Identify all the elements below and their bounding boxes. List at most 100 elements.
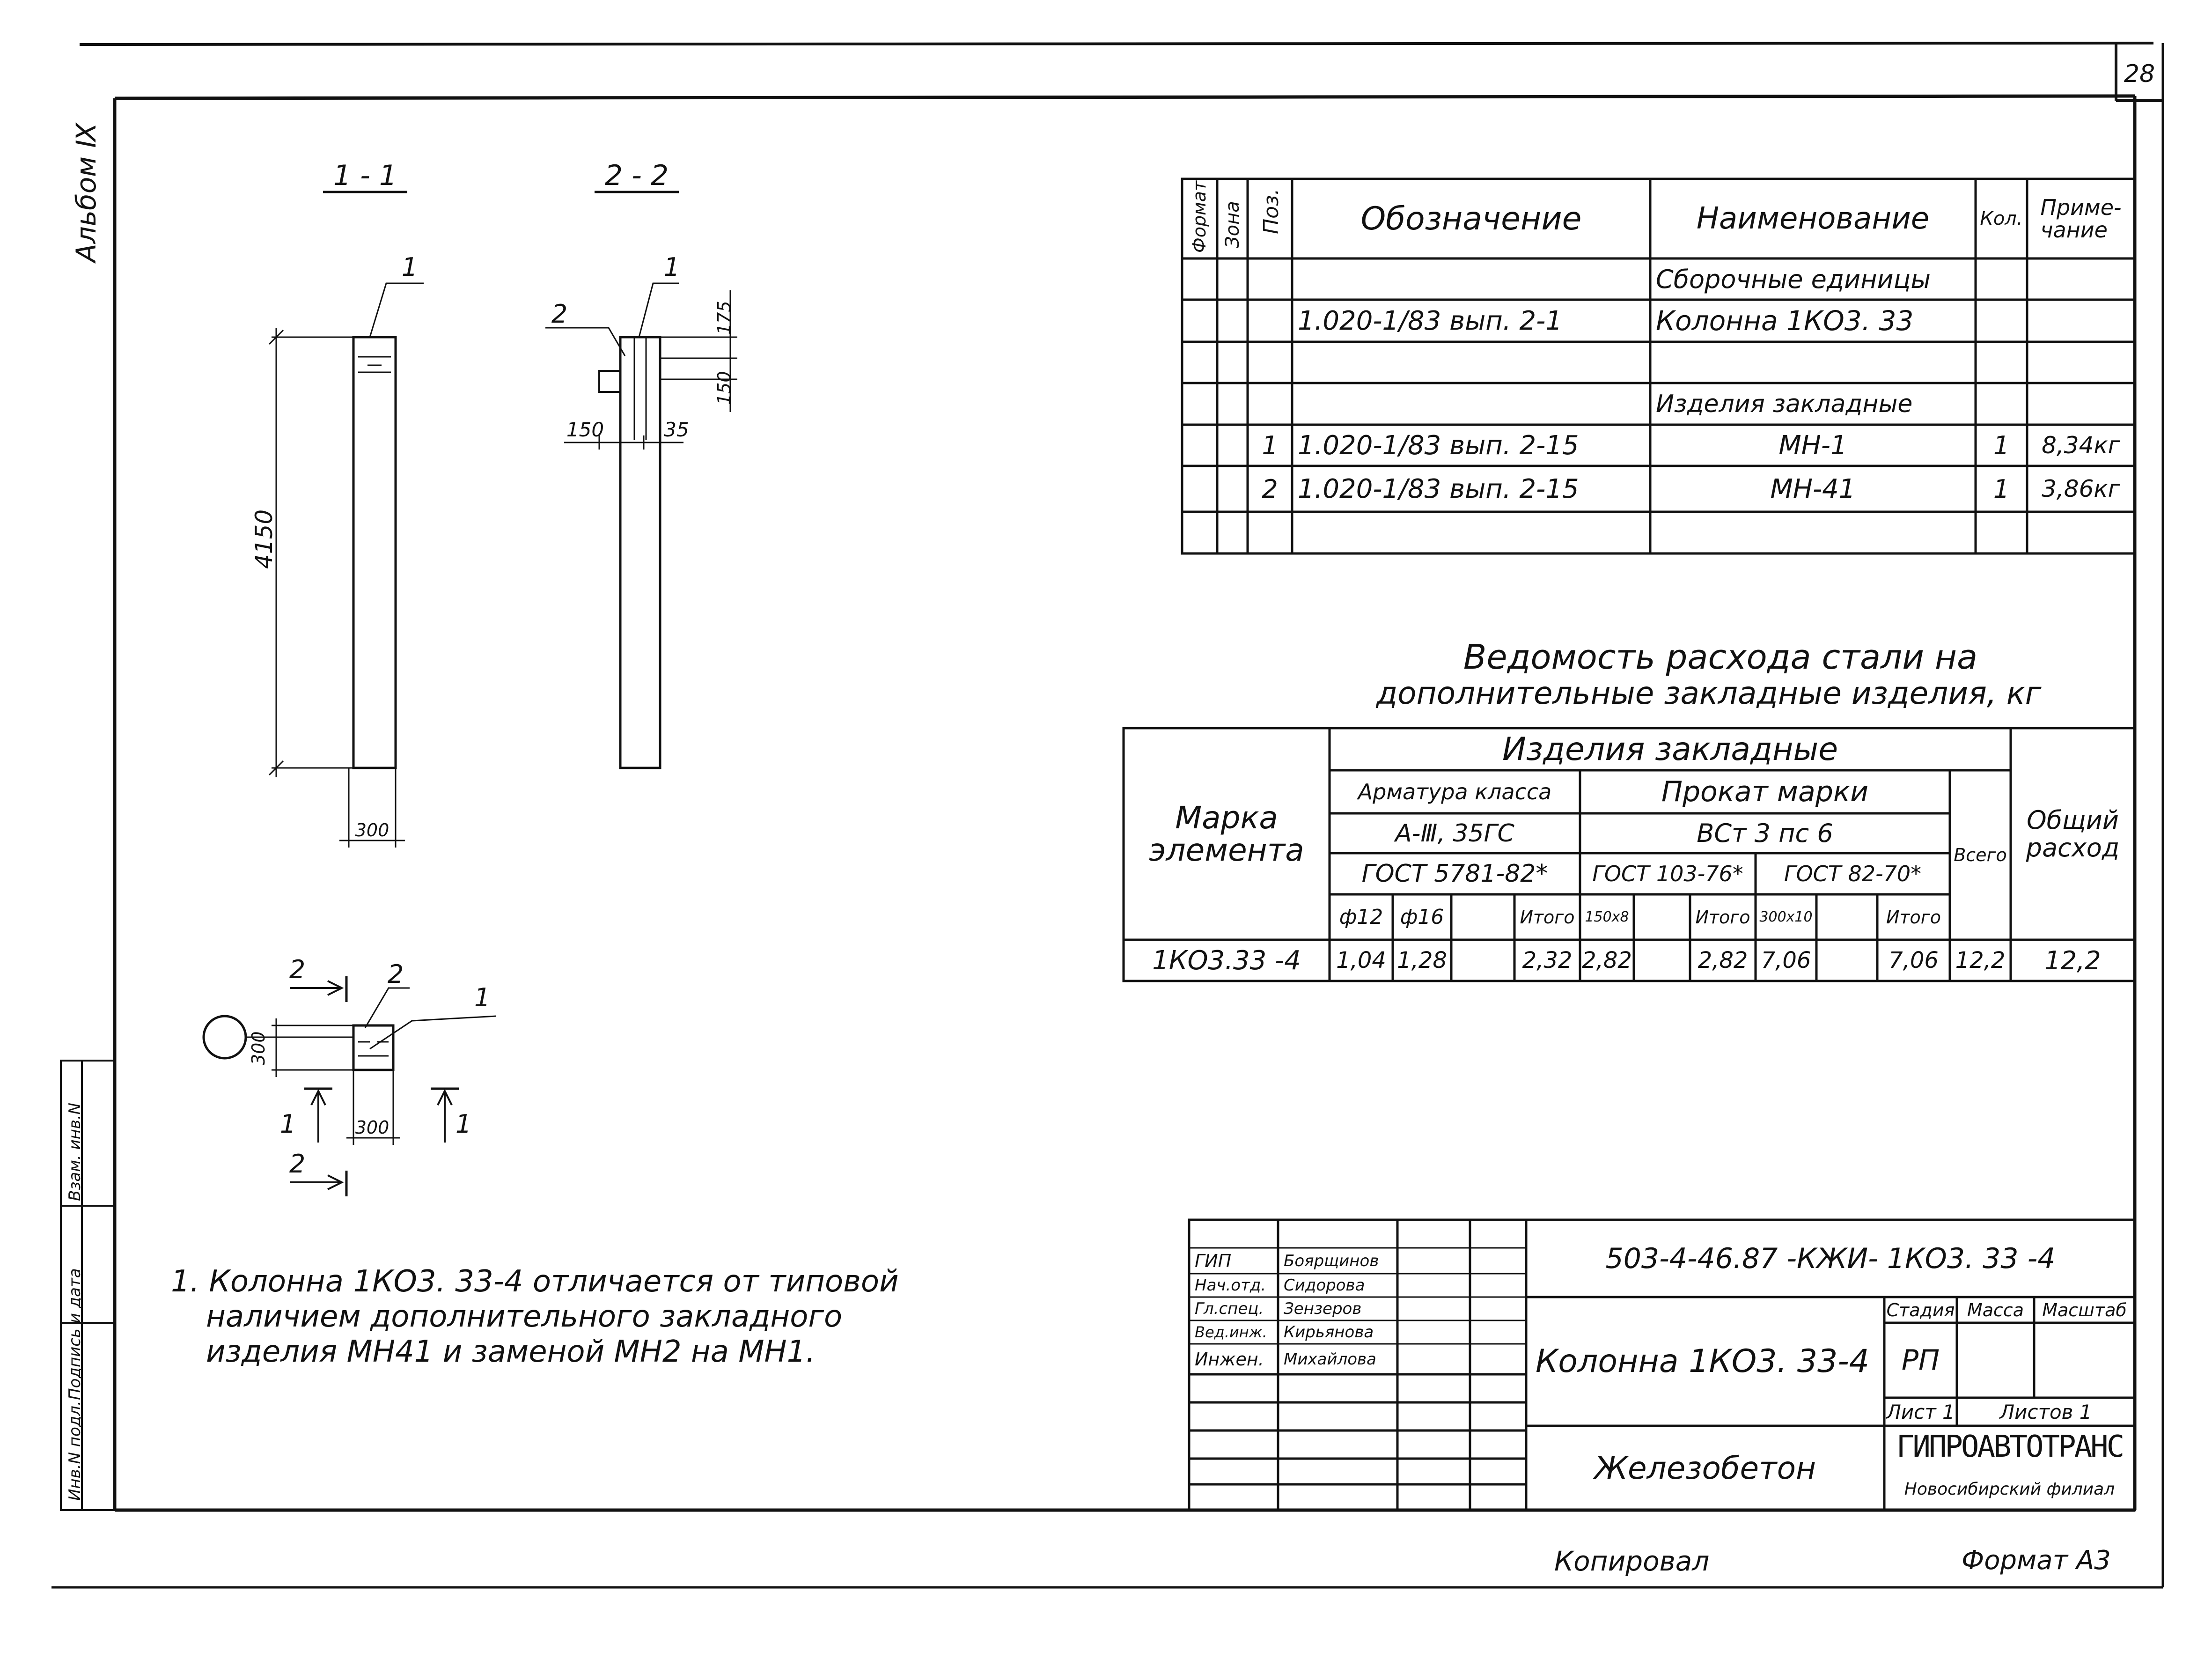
steel-row-total2: 2,82 xyxy=(1698,947,1748,973)
spec-row-5-designation: 1.020-1/83 вып. 2-15 xyxy=(1298,430,1579,461)
spec-header-name: Наименование xyxy=(1696,201,1930,236)
side-stamp-inv: Инв.N подл. xyxy=(66,1401,84,1501)
section2-pos1: 1 xyxy=(663,253,680,281)
spec-header-format: Формат xyxy=(1189,180,1210,253)
stamp-mass-header: Масса xyxy=(1967,1299,2024,1320)
spec-header-zone: Зона xyxy=(1222,201,1243,248)
steel-sub-300x10: 300х10 xyxy=(1759,909,1813,925)
sheet-number: 28 xyxy=(2124,59,2155,88)
dim-175: 175 xyxy=(714,301,735,335)
plan-cut-2-bottom: 2 xyxy=(289,1150,306,1178)
steel-armature-class: А-Ⅲ, 35ГС xyxy=(1395,819,1514,848)
plan-pos2: 2 xyxy=(387,960,404,988)
stamp-name-5: Михайлова xyxy=(1284,1349,1376,1369)
stamp-code: 503-4-46.87 -КЖИ- 1КО3. 33 -4 xyxy=(1605,1242,2056,1275)
steel-title-line1: Ведомость расхода стали на xyxy=(1463,637,1978,677)
stamp-role-1: ГИП xyxy=(1195,1250,1232,1271)
steel-group-header: Изделия закладные xyxy=(1502,730,1838,768)
steel-total-header: Всего xyxy=(1954,845,2007,865)
title-block-grid xyxy=(1188,1218,2136,1512)
spec-row-1-name: Сборочные единицы xyxy=(1656,264,1931,294)
spec-row-5-qty: 1 xyxy=(1993,430,2010,460)
steel-sub-total1: Итого xyxy=(1520,907,1575,928)
stamp-role-2: Нач.отд. xyxy=(1195,1276,1266,1295)
stamp-material: Железобетон xyxy=(1594,1450,1816,1486)
plan-cut-1-right: 1 xyxy=(455,1110,472,1138)
dim-35: 35 xyxy=(664,419,689,440)
plan-dim-300-vertical: 300 xyxy=(248,1031,269,1065)
steel-table-grid xyxy=(1122,727,2136,982)
note-line-2: наличием дополнительного закладного xyxy=(206,1299,843,1334)
footer-copied: Копировал xyxy=(1554,1545,1710,1577)
note-line-3: изделия МН41 и заменой МН2 на МН1. xyxy=(206,1335,816,1369)
steel-row-300x10: 7,06 xyxy=(1761,947,1811,973)
steel-prokat-gost1: ГОСТ 103-76* xyxy=(1592,861,1743,886)
steel-row-overall: 12,2 xyxy=(2044,945,2101,975)
steel-row-mark: 1КО3.33 -4 xyxy=(1152,945,1301,976)
steel-row-total1: 2,32 xyxy=(1522,947,1573,973)
plan-cut-2-top: 2 xyxy=(289,955,306,983)
side-stamp-sign: Подпись и дата xyxy=(66,1268,84,1400)
steel-row-f12: 1,04 xyxy=(1336,947,1386,973)
stamp-role-5: Инжен. xyxy=(1195,1349,1264,1370)
plan-pos1: 1 xyxy=(474,983,491,1011)
stamp-sheet: Лист 1 xyxy=(1886,1400,1955,1423)
steel-sub-f16: ф16 xyxy=(1400,905,1444,929)
spec-row-6-designation: 1.020-1/83 вып. 2-15 xyxy=(1298,473,1579,504)
steel-armature: Арматура класса xyxy=(1358,779,1552,804)
spec-row-2-name: Колонна 1КО3. 33 xyxy=(1656,305,1914,337)
spec-row-4-name: Изделия закладные xyxy=(1656,390,1913,418)
steel-row-f16: 1,28 xyxy=(1397,947,1447,973)
steel-prokat-grade: ВСт 3 пс 6 xyxy=(1697,818,1833,848)
steel-mark-header: Марка элемента xyxy=(1149,799,1304,868)
section-2-2-label: 2 - 2 xyxy=(604,162,669,190)
spec-row-6-note: 3,86кг xyxy=(2042,475,2120,502)
spec-row-6-pos: 2 xyxy=(1262,474,1278,504)
steel-overall-header: Общий расход xyxy=(2026,805,2120,863)
steel-sub-f12: ф12 xyxy=(1339,905,1383,929)
steel-row-150x8: 2,82 xyxy=(1582,947,1632,973)
spec-header-note: Приме- чание xyxy=(2040,194,2122,243)
stamp-branch: Новосибирский филиал xyxy=(1904,1479,2115,1499)
section-1-1-label: 1 - 1 xyxy=(333,162,397,190)
spec-row-2-designation: 1.020-1/83 вып. 2-1 xyxy=(1298,305,1562,336)
spec-row-5-name: МН-1 xyxy=(1778,430,1847,461)
stamp-org: ГИПРОАВТОТРАНС xyxy=(1896,1430,2124,1464)
plan-cut-1-left: 1 xyxy=(279,1110,296,1138)
steel-prokat-gost2: ГОСТ 82-70* xyxy=(1784,861,1922,886)
spec-row-5-note: 8,34кг xyxy=(2042,432,2120,459)
side-stamp-replace: Взам. инв.N xyxy=(66,1102,84,1201)
spec-row-6-qty: 1 xyxy=(1993,474,2010,504)
stamp-scale-header: Масштаб xyxy=(2042,1299,2127,1320)
steel-sub-150x8: 150х8 xyxy=(1585,909,1629,925)
spec-header-qty: Кол. xyxy=(1980,208,2023,229)
stamp-stage: РП xyxy=(1901,1344,1940,1377)
stamp-stage-header: Стадия xyxy=(1886,1299,1955,1320)
stamp-name-4: Кирьянова xyxy=(1284,1323,1374,1342)
steel-sub-total3: Итого xyxy=(1886,907,1941,928)
stamp-name-2: Сидорова xyxy=(1284,1276,1365,1295)
spec-header-pos: Поз. xyxy=(1259,188,1283,234)
dim-4150: 4150 xyxy=(250,509,278,569)
stamp-role-4: Вед.инж. xyxy=(1195,1323,1267,1341)
steel-prokat: Прокат марки xyxy=(1661,775,1869,808)
note-line-1: 1. Колонна 1КО3. 33-4 отличается от типо… xyxy=(171,1264,899,1299)
plan-dim-300: 300 xyxy=(355,1117,389,1138)
steel-row-total: 12,2 xyxy=(1955,947,2006,973)
steel-title-line2: дополнительные закладные изделия, кг xyxy=(1376,675,2042,711)
dim-150-vertical: 150 xyxy=(714,371,735,405)
spec-header-designation: Обозначение xyxy=(1360,200,1582,237)
stamp-name-3: Зензеров xyxy=(1284,1299,1362,1318)
album-label: Альбом Ⅸ xyxy=(70,123,102,262)
footer-format: Формат А3 xyxy=(1962,1545,2111,1576)
spec-table-grid xyxy=(1181,177,2136,555)
steel-armature-gost: ГОСТ 5781-82* xyxy=(1361,860,1548,888)
stamp-role-3: Гл.спец. xyxy=(1195,1299,1264,1318)
stamp-title: Колонна 1КО3. 33-4 xyxy=(1536,1343,1870,1380)
spec-row-5-pos: 1 xyxy=(1262,430,1278,460)
dim-150: 150 xyxy=(566,419,604,440)
spec-row-6-name: МН-41 xyxy=(1770,473,1856,504)
steel-sub-total2: Итого xyxy=(1695,907,1750,928)
stamp-name-1: Боярщинов xyxy=(1284,1251,1379,1270)
